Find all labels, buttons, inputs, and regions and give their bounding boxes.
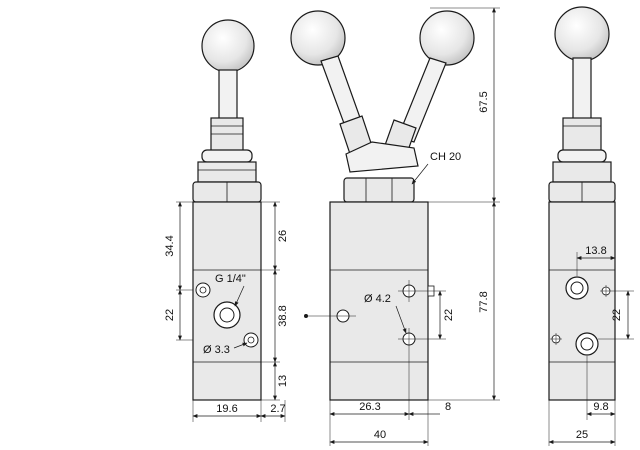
middle-view: 67.5 77.8 22 26.3 8 40 Ø 4.2 CH 20 (290, 7, 500, 446)
lever-handle-right (548, 6, 616, 203)
valve-body-middle (329, 201, 435, 401)
dim-34-4: 34.4 (164, 235, 176, 256)
callout-hole-small: Ø 3.3 (203, 344, 230, 356)
right-view: 13.8 22 9.8 25 (548, 6, 634, 446)
lever-handle-tilted-right (383, 10, 475, 157)
left-view: 34.4 22 26 38.8 13 19.6 2.7 G 1/ (164, 19, 289, 422)
dim-38-8: 38.8 (277, 305, 289, 326)
lever-base-middle (343, 141, 419, 203)
dim-9-8: 9.8 (593, 401, 608, 413)
dim-13: 13 (277, 375, 289, 387)
dim-26: 26 (277, 230, 289, 242)
dim-26-3: 26.3 (359, 401, 380, 413)
valve-body-right (548, 201, 616, 401)
middle-view-dimensions: 67.5 77.8 22 26.3 8 40 Ø 4.2 CH 20 (304, 7, 500, 446)
lever-handle-tilted-left (290, 10, 373, 155)
dim-22-right: 22 (611, 309, 623, 321)
dim-25: 25 (576, 429, 588, 441)
left-view-dimensions: 34.4 22 26 38.8 13 19.6 2.7 G 1/ (164, 201, 289, 422)
valve-body-left (192, 201, 262, 401)
dim-77-8: 77.8 (478, 291, 490, 312)
lever-handle-left (192, 19, 262, 203)
dim-2-7: 2.7 (270, 403, 285, 415)
dim-40: 40 (374, 429, 386, 441)
dim-22-mid: 22 (443, 309, 455, 321)
callout-thread: G 1/4" (215, 273, 246, 285)
right-view-dimensions: 13.8 22 9.8 25 (548, 245, 634, 446)
callout-hole-large: Ø 4.2 (364, 293, 391, 305)
dim-19-6: 19.6 (216, 403, 237, 415)
dim-67-5: 67.5 (478, 91, 490, 112)
dim-8: 8 (445, 401, 451, 413)
dim-22-left: 22 (164, 309, 176, 321)
callout-wrench: CH 20 (430, 151, 461, 163)
dim-13-8: 13.8 (585, 245, 606, 257)
